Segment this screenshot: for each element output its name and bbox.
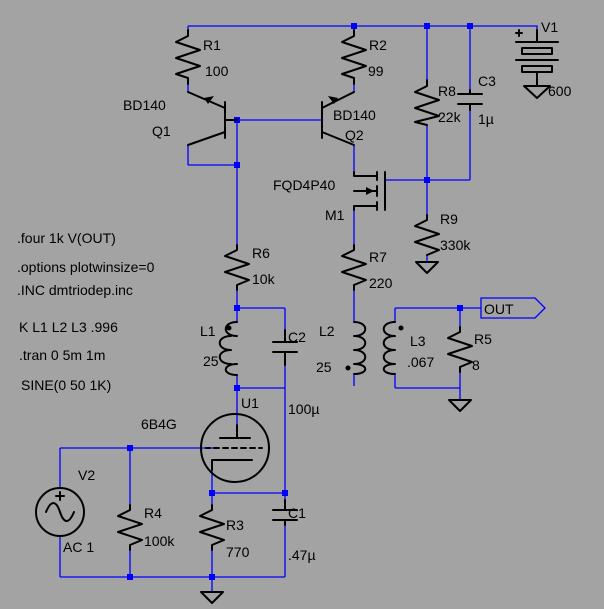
r1-name: R1 [203,37,221,53]
directive-inc: .INC dmtriodep.inc [17,282,133,298]
r9-name: R9 [440,211,458,227]
ground-r5 [448,399,472,412]
directive-options: .options plotwinsize=0 [17,259,155,275]
resistor-r1 [175,29,201,85]
l2-value: 25 [316,359,332,375]
r7-value: 220 [369,275,393,291]
l3-name: L3 [410,333,426,349]
r3-name: R3 [226,517,244,533]
l2-name: L2 [319,323,335,339]
l3-value: .067 [407,354,434,370]
ground-symbols [200,261,472,604]
directive-tran: .tran 0 5m 1m [19,347,105,363]
inductor-l3 [382,321,404,375]
v1-value: 600 [548,83,572,99]
resistor-r7 [341,244,367,291]
q1-name: Q1 [152,123,171,139]
inductor-l2 [345,321,367,375]
m1-name: M1 [325,207,345,223]
resistor-r6 [224,244,250,291]
q2-name: Q2 [345,127,364,143]
m1-model: FQD4P40 [273,177,335,193]
resistor-r3 [199,504,225,551]
resistor-r5 [447,326,473,373]
r5-name: R5 [474,331,492,347]
c1-name: C1 [288,505,306,521]
l1-value: 25 [203,353,219,369]
capacitor-c3 [457,89,483,111]
inductor-l1 [218,321,238,376]
r1-value: 100 [205,63,229,79]
directive-coupling: K L1 L2 L3 .996 [19,319,118,335]
battery-v1 [515,29,559,99]
r8-name: R8 [438,83,456,99]
resistor-r4 [117,504,143,551]
r5-value: 8 [472,357,480,373]
directive-four: .four 1k V(OUT) [17,230,116,246]
r6-value: 10k [252,271,276,287]
c3-name: C3 [478,73,496,89]
resistor-r9 [414,214,440,256]
capacitor-c1 [272,499,298,526]
r4-value: 100k [144,533,175,549]
u1-name: U1 [241,395,259,411]
r3-value: 770 [226,544,250,560]
v2-name: V2 [78,467,95,483]
q1-model: BD140 [123,97,166,113]
c1-value: .47µ [288,547,316,563]
wires [59,25,538,592]
mosfet-m1 [353,171,386,211]
r2-name: R2 [369,37,387,53]
l1-name: L1 [200,323,216,339]
c3-value: 1µ [478,111,494,127]
source-sine: SINE(0 50 1K) [21,377,111,393]
net-label-out: OUT [480,297,546,319]
transistor-q1 [187,91,238,146]
r2-value: 99 [368,63,384,79]
c2-name: C2 [288,329,306,345]
v2-value: AC 1 [63,539,94,555]
ac-source-v2 [35,487,85,537]
transistor-q2 [321,91,355,146]
r9-value: 330k [440,237,471,253]
capacitor-c2 [272,329,298,366]
ground-main [200,591,224,604]
resistor-r2 [341,29,367,85]
spice-directives: .four 1k V(OUT) .options plotwinsize=0 .… [17,230,155,393]
component-labels: R1 100 R2 99 BD140 Q1 BD140 Q2 R8 22k C3… [63,19,572,563]
u1-model: 6B4G [141,416,177,432]
ground-r9 [415,261,439,274]
r6-name: R6 [252,245,270,261]
r7-name: R7 [369,249,387,265]
q2-model: BD140 [333,107,376,123]
triode-u1 [200,413,270,483]
resistor-r8 [414,79,440,126]
r4-name: R4 [144,505,162,521]
v1-name: V1 [541,19,558,35]
out-label: OUT [484,301,514,317]
c2-value: 100µ [288,401,319,417]
r8-value: 22k [438,109,462,125]
